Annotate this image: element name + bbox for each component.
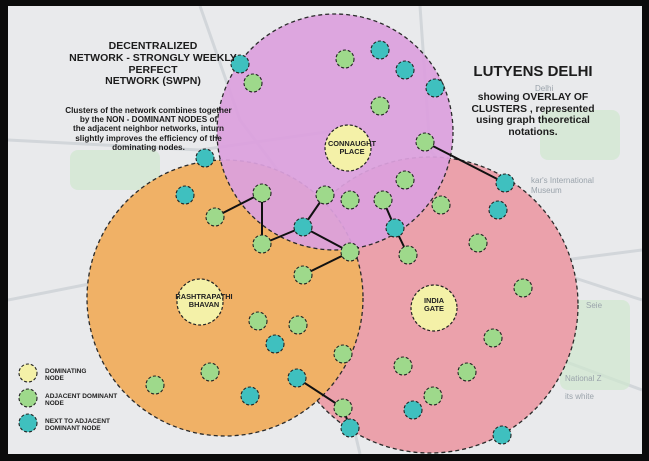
adjacent-node — [252, 183, 272, 203]
adjacent-node — [373, 190, 393, 210]
map-label: Delhi — [535, 84, 554, 93]
dominating-node-label-india-gate: INDIA GATE — [423, 296, 445, 314]
legend-next-marker — [18, 413, 38, 433]
map-label: kar's International — [531, 176, 594, 185]
heading-left: DECENTRALIZED NETWORK - STRONGLY WEEKLY … — [69, 40, 237, 88]
next-to-adjacent-node — [495, 173, 515, 193]
next-to-adjacent-node — [195, 148, 215, 168]
adjacent-dominant-nodes — [145, 49, 533, 418]
legend-adjacent-label: ADJACENT DOMINANT NODE — [45, 393, 118, 408]
legend-dominating-marker — [18, 363, 38, 383]
map-background: Delhi kar's International Museum Seie Na… — [8, 6, 642, 454]
dominating-node — [410, 284, 458, 332]
adjacent-node — [423, 386, 443, 406]
adjacent-node — [340, 242, 360, 262]
adjacent-node — [395, 170, 415, 190]
next-to-adjacent-nodes — [175, 40, 515, 445]
dominating-node — [176, 278, 224, 326]
dominating-nodes — [176, 124, 458, 332]
dominating-node — [324, 124, 372, 172]
adjacent-node — [340, 190, 360, 210]
adjacent-node — [145, 375, 165, 395]
map-label: its white — [565, 392, 594, 401]
map-label: Museum — [531, 186, 562, 195]
adjacent-node — [288, 315, 308, 335]
next-to-adjacent-node — [287, 368, 307, 388]
next-to-adjacent-node — [293, 217, 313, 237]
next-to-adjacent-node — [395, 60, 415, 80]
adjacent-node — [431, 195, 451, 215]
description-left: Clusters of the network combines togethe… — [65, 106, 232, 152]
next-to-adjacent-node — [425, 78, 445, 98]
map-label: National Z — [565, 374, 602, 383]
legend-adjacent-marker — [18, 388, 38, 408]
legend-dominating-label: DOMINATING NODE — [45, 368, 87, 383]
adjacent-node — [393, 356, 413, 376]
adjacent-node — [252, 234, 272, 254]
adjacent-node — [457, 362, 477, 382]
adjacent-node — [513, 278, 533, 298]
adjacent-node — [333, 344, 353, 364]
adjacent-node — [333, 398, 353, 418]
adjacent-node — [370, 96, 390, 116]
next-to-adjacent-node — [385, 218, 405, 238]
adjacent-node — [200, 362, 220, 382]
dominating-node-label-rashtrapathi-bhavan: RASHTRAPATHI BHAVAN — [175, 292, 233, 310]
legend-markers — [18, 363, 38, 433]
heading-right: LUTYENS DELHI — [473, 63, 593, 80]
next-to-adjacent-node — [403, 400, 423, 420]
adjacent-node — [468, 233, 488, 253]
map-label: Seie — [586, 301, 603, 310]
next-to-adjacent-node — [265, 334, 285, 354]
adjacent-node — [205, 207, 225, 227]
next-to-adjacent-node — [370, 40, 390, 60]
adjacent-node — [248, 311, 268, 331]
next-to-adjacent-node — [175, 185, 195, 205]
network-diagram — [8, 6, 642, 454]
description-right: showing OVERLAY OF CLUSTERS , represente… — [471, 92, 595, 138]
adjacent-node — [483, 328, 503, 348]
next-to-adjacent-node — [340, 418, 360, 438]
next-to-adjacent-node — [240, 386, 260, 406]
adjacent-node — [315, 185, 335, 205]
adjacent-node — [415, 132, 435, 152]
adjacent-node — [335, 49, 355, 69]
next-to-adjacent-node — [230, 54, 250, 74]
legend-next-label: NEXT TO ADJACENT DOMINANT NODE — [45, 418, 111, 433]
adjacent-node — [293, 265, 313, 285]
dominating-node-label-connaught-place: CONNAUGHT PLACE — [327, 139, 377, 157]
next-to-adjacent-node — [488, 200, 508, 220]
adjacent-node — [243, 73, 263, 93]
adjacent-node — [398, 245, 418, 265]
next-to-adjacent-node — [492, 425, 512, 445]
